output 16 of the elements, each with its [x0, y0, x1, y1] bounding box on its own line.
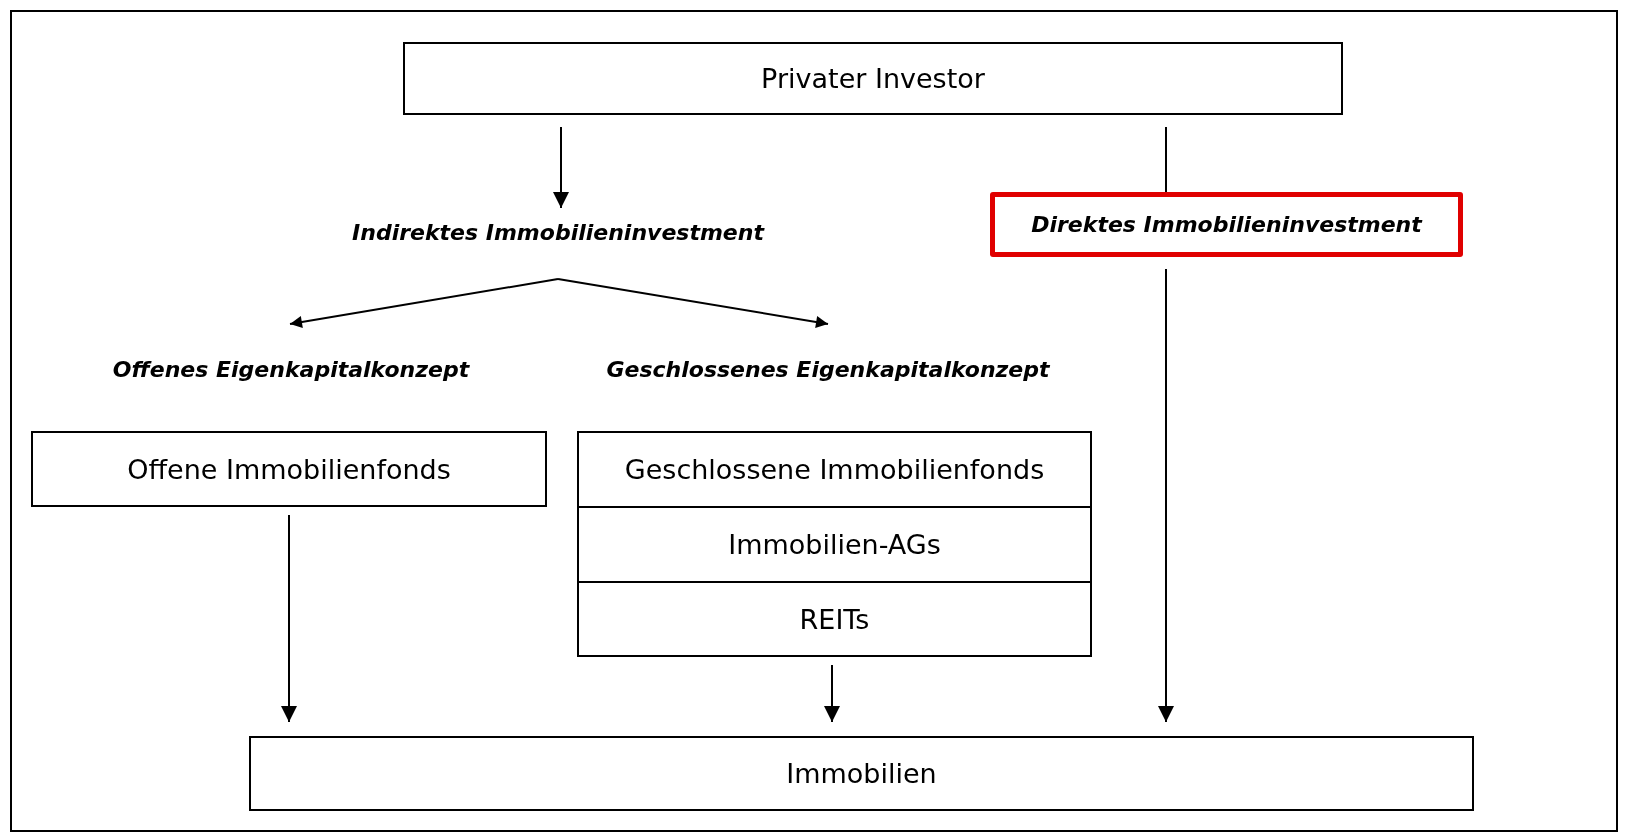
category-label: Geschlossenes Eigenkapitalkonzept — [568, 353, 1088, 385]
highlighted-box: Direktes Immobilieninvestment — [990, 192, 1463, 257]
process-box: Geschlossene Immobilienfonds — [577, 431, 1092, 508]
arrow — [281, 514, 297, 723]
process-box: REITs — [577, 581, 1092, 657]
process-box: Privater Investor — [403, 42, 1343, 115]
arrow — [553, 126, 569, 209]
arrow — [289, 278, 559, 328]
arrow — [557, 278, 829, 328]
arrow — [824, 664, 840, 723]
process-box: Offene Immobilienfonds — [31, 431, 547, 507]
process-box: Immobilien — [249, 736, 1474, 811]
arrow — [1158, 268, 1174, 723]
category-label: Indirektes Immobilieninvestment — [318, 216, 798, 248]
category-label: Offenes Eigenkapitalkonzept — [70, 353, 512, 385]
process-box: Immobilien-AGs — [577, 506, 1092, 583]
